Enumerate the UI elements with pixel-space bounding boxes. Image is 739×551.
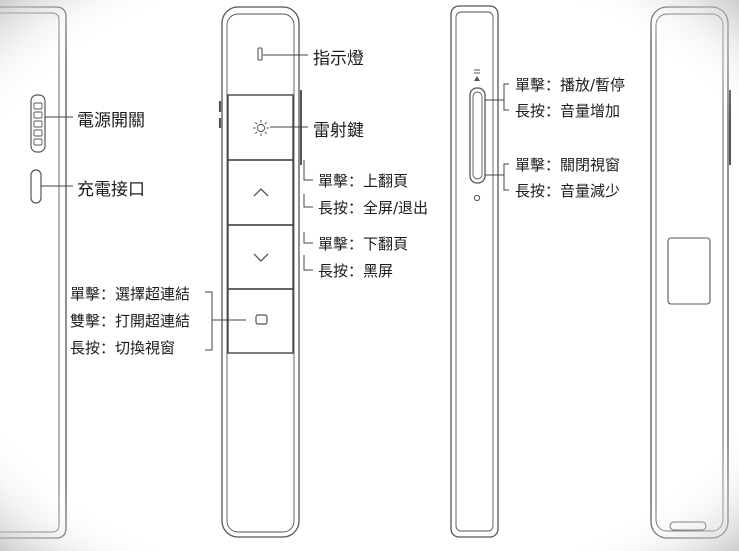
up-button-hold-label: 長按：全屏/退出 [318, 199, 429, 217]
laser-key-label: 雷射鍵 [313, 121, 364, 141]
charge-port-label: 充電接口 [77, 180, 145, 200]
volume-down-click-label: 單擊：關閉視窗 [515, 156, 621, 174]
down-button-hold-label: 長按：黑屏 [318, 262, 394, 280]
volume-up-click-label: 單擊：播放/暫停 [515, 76, 626, 94]
square-button-hold-label: 長按：切換視窗 [70, 339, 176, 357]
square-button-double-click-label: 雙擊：打開超連結 [70, 312, 191, 330]
volume-up-hold-label: 長按：音量增加 [515, 102, 621, 120]
power-switch-label: 電源開關 [77, 111, 145, 131]
down-button-click-label: 單擊：下翻頁 [318, 235, 409, 253]
indicator-label: 指示燈 [313, 49, 364, 69]
volume-down-hold-label: 長按：音量減少 [515, 182, 621, 200]
up-button-click-label: 單擊：上翻頁 [318, 172, 409, 190]
square-button-click-label: 單擊：選擇超連結 [70, 285, 191, 303]
